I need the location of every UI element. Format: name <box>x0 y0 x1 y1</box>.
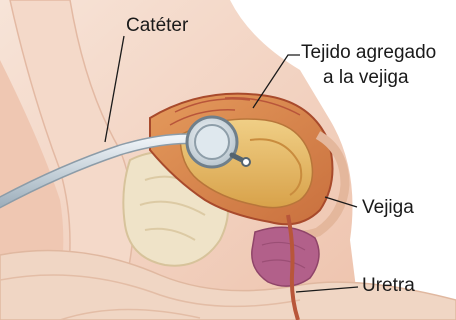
catheter-label: Catéter <box>126 15 189 36</box>
tissue-label-line1: Tejido agregado <box>301 42 436 63</box>
bladder-label: Vejiga <box>362 197 414 218</box>
urethra-label: Uretra <box>362 275 415 296</box>
tissue-label-line2: a la vejiga <box>323 67 409 88</box>
prostate <box>252 227 319 286</box>
